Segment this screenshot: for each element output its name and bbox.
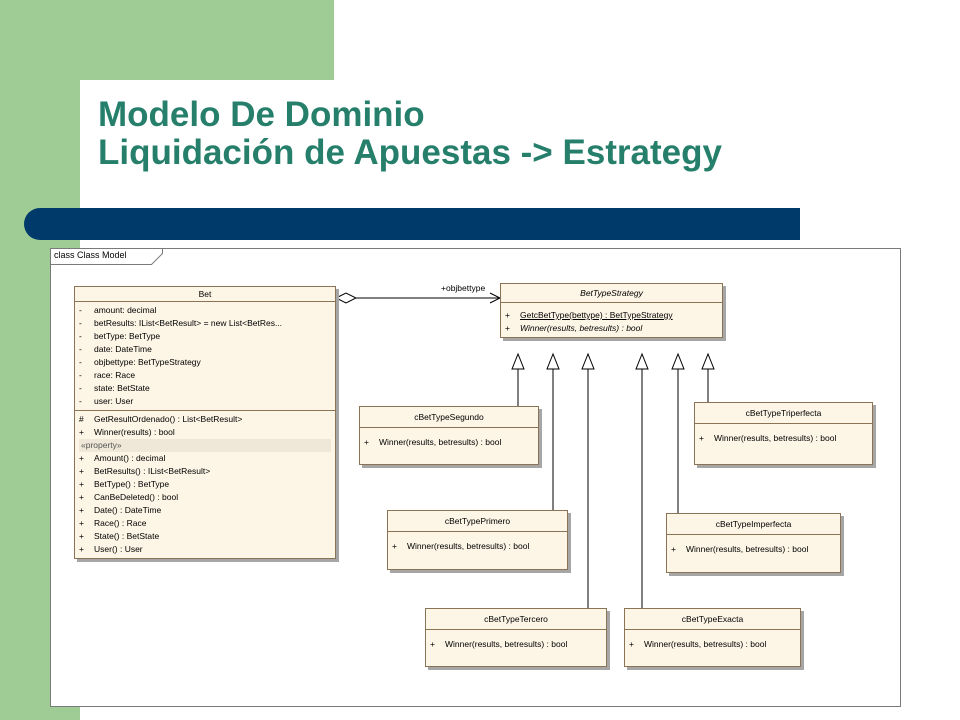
- class-bet-property: +Race() : Race: [79, 518, 147, 528]
- class-cbettype-imperfecta-operation: +Winner(results, betresults) : bool: [671, 544, 809, 554]
- class-bet-operation: #GetResultOrdenado() : List<BetResult>: [79, 414, 243, 424]
- generalization-exacta: [635, 352, 649, 608]
- class-bet-name: Bet: [75, 287, 335, 302]
- class-bet-attribute: -date: DateTime: [79, 344, 152, 354]
- class-bet-type-strategy[interactable]: BetTypeStrategy +GetcBetType(bettype) : …: [500, 283, 723, 338]
- class-bet-property: +BetType() : BetType: [79, 479, 170, 489]
- diagram-frame-tab-outline: [50, 248, 163, 265]
- class-bet-attribute: -betType: BetType: [79, 331, 161, 341]
- class-bet-attribute: -user: User: [79, 396, 134, 406]
- generalization-primero: [546, 352, 560, 510]
- class-cbettype-triperfecta-name: cBetTypeTriperfecta: [695, 403, 872, 424]
- class-cbettype-primero-name: cBetTypePrimero: [388, 511, 567, 532]
- generalization-tercero: [581, 352, 595, 608]
- class-cbettype-exacta-name: cBetTypeExacta: [625, 609, 800, 630]
- class-cbettype-tercero-operation: +Winner(results, betresults) : bool: [430, 639, 568, 649]
- class-bet-attribute: -objbettype: BetTypeStrategy: [79, 357, 201, 367]
- class-bet-attribute: -state: BetState: [79, 383, 150, 393]
- class-bet-stereotype: «property»: [79, 439, 331, 452]
- generalization-segundo: [511, 352, 525, 406]
- class-cbettype-segundo-operations: +Winner(results, betresults) : bool: [360, 428, 538, 464]
- class-cbettype-triperfecta-operation: +Winner(results, betresults) : bool: [699, 433, 837, 443]
- class-cbettype-triperfecta[interactable]: cBetTypeTriperfecta +Winner(results, bet…: [694, 402, 873, 465]
- class-bet-property: +Amount() : decimal: [79, 453, 166, 463]
- class-cbettype-tercero[interactable]: cBetTypeTercero +Winner(results, betresu…: [425, 608, 607, 667]
- class-cbettype-imperfecta[interactable]: cBetTypeImperfecta +Winner(results, betr…: [666, 513, 841, 573]
- class-cbettype-exacta-operation: +Winner(results, betresults) : bool: [629, 639, 767, 649]
- class-bet-property: +User() : User: [79, 544, 143, 554]
- class-cbettype-primero-operations: +Winner(results, betresults) : bool: [388, 532, 567, 569]
- class-bet-property: +BetResults() : IList<BetResult>: [79, 466, 211, 476]
- class-cbettype-primero[interactable]: cBetTypePrimero +Winner(results, betresu…: [387, 510, 568, 570]
- class-bet-operations: #GetResultOrdenado() : List<BetResult> +…: [75, 411, 335, 558]
- class-bet-type-strategy-name: BetTypeStrategy: [501, 284, 722, 303]
- class-cbettype-tercero-name: cBetTypeTercero: [426, 609, 606, 630]
- class-bet-property: +CanBeDeleted() : bool: [79, 492, 179, 502]
- class-cbettype-exacta-operations: +Winner(results, betresults) : bool: [625, 630, 800, 666]
- class-cbettype-segundo-operation: +Winner(results, betresults) : bool: [364, 437, 502, 447]
- class-bet-operation: +Winner(results) : bool: [79, 427, 175, 437]
- class-cbettype-imperfecta-operations: +Winner(results, betresults) : bool: [667, 535, 840, 572]
- association-role-label: +objbettype: [441, 283, 486, 293]
- generalization-imperfecta: [671, 352, 685, 513]
- class-bet[interactable]: Bet -amount: decimal -betResults: IList<…: [74, 286, 336, 559]
- class-bet-property: +State() : BetState: [79, 531, 160, 541]
- class-bet-attribute: -amount: decimal: [79, 305, 157, 315]
- association-bet-strategy: [334, 292, 502, 304]
- class-bet-type-strategy-operation: +Winner(results, betresults) : bool: [505, 323, 643, 333]
- class-cbettype-triperfecta-operations: +Winner(results, betresults) : bool: [695, 424, 872, 464]
- generalization-triperfecta: [701, 352, 715, 402]
- class-cbettype-imperfecta-name: cBetTypeImperfecta: [667, 514, 840, 535]
- class-bet-type-strategy-operation: +GetcBetType(bettype) : BetTypeStrategy: [505, 310, 673, 320]
- class-bet-attribute: -race: Race: [79, 370, 136, 380]
- slide-title-line-1: Modelo De Dominio: [98, 95, 425, 134]
- class-cbettype-primero-operation: +Winner(results, betresults) : bool: [392, 541, 530, 551]
- diagram-frame-label: class Class Model: [54, 250, 127, 260]
- class-bet-property: +Date() : DateTime: [79, 505, 162, 515]
- slide-title-line-2: Liquidación de Apuestas -> Estrategy: [98, 133, 722, 172]
- slide-title: Modelo De Dominio Liquidación de Apuesta…: [98, 96, 722, 172]
- class-bet-attributes: -amount: decimal -betResults: IList<BetR…: [75, 302, 335, 411]
- class-bet-attribute: -betResults: IList<BetResult> = new List…: [79, 318, 283, 328]
- class-cbettype-exacta[interactable]: cBetTypeExacta +Winner(results, betresul…: [624, 608, 801, 667]
- slide-green-top-band: [0, 0, 334, 80]
- class-cbettype-segundo-name: cBetTypeSegundo: [360, 407, 538, 428]
- title-underline-bar: [24, 208, 800, 240]
- class-bet-type-strategy-operations: +GetcBetType(bettype) : BetTypeStrategy …: [501, 303, 722, 337]
- class-cbettype-tercero-operations: +Winner(results, betresults) : bool: [426, 630, 606, 666]
- class-cbettype-segundo[interactable]: cBetTypeSegundo +Winner(results, betresu…: [359, 406, 539, 465]
